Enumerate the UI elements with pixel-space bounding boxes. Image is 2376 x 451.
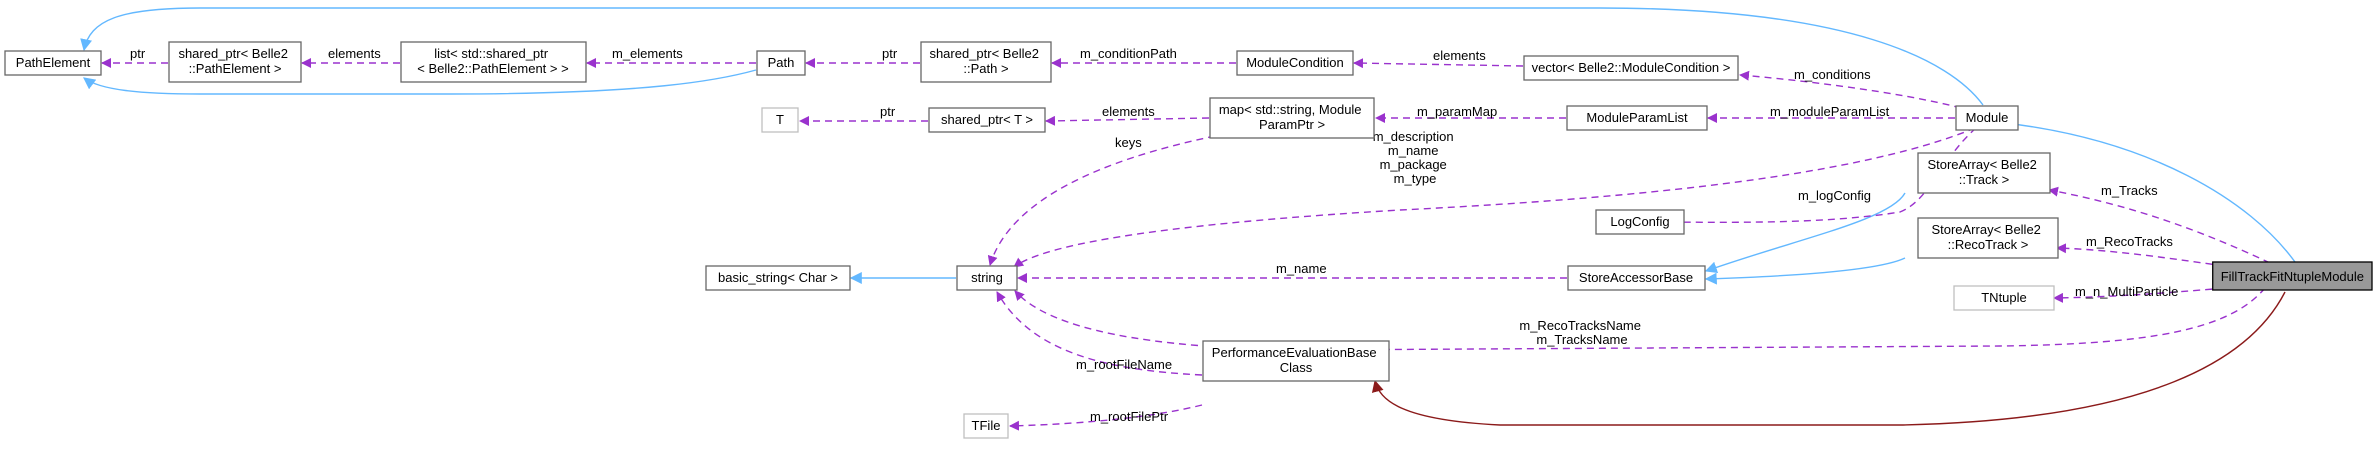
svg-text:TFile: TFile (972, 418, 1001, 433)
edge-sarecotrack-inherits-sab (1704, 257, 1906, 285)
edge-module-inherits-pathelement (80, 7, 1984, 106)
label-elements-vector: elements (1433, 48, 1486, 63)
edge-m-tracks (2048, 186, 2271, 264)
edge-focus-protected-perfeval (1371, 291, 2286, 426)
node-pathelement[interactable]: PathElement (4, 50, 102, 76)
edge-module-strings (1013, 127, 1976, 268)
label-focus-strings: m_RecoTracksName m_TracksName (1519, 318, 1644, 347)
node-shared-ptr-path[interactable]: shared_ptr< Belle2 ::Path > (920, 41, 1052, 83)
node-tfile[interactable]: TFile (963, 413, 1009, 439)
label-ptr-sp-pathelement: ptr (130, 46, 146, 61)
label-keys: keys (1115, 135, 1142, 150)
edge-satrack-inherits-sab (1704, 192, 1906, 274)
edge-elements-map (1045, 115, 1210, 126)
svg-text:StoreAccessorBase: StoreAccessorBase (1579, 270, 1693, 285)
svg-text:T: T (776, 112, 784, 127)
label-m-tracks: m_Tracks (2101, 183, 2158, 198)
svg-text:Path: Path (768, 55, 795, 70)
node-storeaccessorbase[interactable]: StoreAccessorBase (1567, 265, 1706, 291)
label-m-elements: m_elements (612, 46, 683, 61)
label-m-n-multiparticle: m_n_MultiParticle (2075, 284, 2178, 299)
svg-text:ModuleCondition: ModuleCondition (1246, 55, 1344, 70)
node-moduleparamlist[interactable]: ModuleParamList (1566, 105, 1708, 131)
svg-text:PerformanceEvaluationBase: PerformanceEvaluationBase Class (1212, 345, 1380, 375)
label-m-conditions: m_conditions (1794, 67, 1871, 82)
svg-text:map< std::string, Module: map< std::string, Module ParamPtr > (1219, 102, 1365, 132)
node-storearray-track[interactable]: StoreArray< Belle2 ::Track > (1917, 152, 2051, 194)
node-module[interactable]: Module (1955, 105, 2019, 131)
node-path[interactable]: Path (756, 50, 806, 76)
edge-m-rootfileptr (1009, 404, 1203, 431)
node-storearray-recotrack[interactable]: StoreArray< Belle2 ::RecoTrack > (1917, 217, 2059, 259)
node-filltrackfitntuplemodule[interactable]: FillTrackFitNtupleModule (2212, 261, 2373, 291)
svg-text:string: string (971, 270, 1003, 285)
svg-text:StoreArray< Belle2 ::T: StoreArray< Belle2 ::Track > (1927, 157, 2040, 187)
label-elements-map: elements (1102, 104, 1155, 119)
edge-elements-vector (1353, 58, 1524, 69)
svg-text:PathElement: PathElement (16, 55, 91, 70)
label-ptr-sp-path: ptr (882, 46, 898, 61)
svg-text:LogConfig: LogConfig (1610, 214, 1669, 229)
svg-text:shared_ptr< Belle2 ::P: shared_ptr< Belle2 ::Path > (929, 46, 1042, 76)
label-m-name-sab: m_name (1276, 261, 1327, 276)
node-logconfig[interactable]: LogConfig (1595, 209, 1685, 235)
label-elements-list: elements (328, 46, 381, 61)
edge-path-inherits-pathelement (83, 69, 757, 95)
edge-m-rootfilename (996, 291, 1203, 376)
node-modulecondition[interactable]: ModuleCondition (1236, 50, 1354, 76)
label-ptr-sp-t: ptr (880, 104, 896, 119)
edge-m-conditions (1739, 70, 1962, 109)
node-map-string-moduleparamptr[interactable]: map< std::string, Module ParamPtr > (1209, 97, 1375, 139)
label-module-strings: m_description m_name m_package m_type (1373, 129, 1458, 186)
svg-text:vector< Belle2::ModuleConditio: vector< Belle2::ModuleCondition > (1532, 60, 1731, 75)
svg-text:basic_string< Char >: basic_string< Char > (718, 270, 838, 285)
label-m-rootfileptr: m_rootFilePtr (1090, 409, 1169, 424)
node-shared-ptr-t[interactable]: shared_ptr< T > (928, 107, 1046, 133)
label-m-logconfig: m_logConfig (1798, 188, 1871, 203)
node-tntuple[interactable]: TNtuple (1953, 285, 2055, 311)
node-list-shared-ptr[interactable]: list< std::shared_ptr < Belle2::PathElem… (400, 41, 587, 83)
label-m-rootfilename: m_rootFileName (1076, 357, 1172, 372)
node-performanceevaluationbaseclass[interactable]: PerformanceEvaluationBase Class (1202, 340, 1390, 382)
edge-keys (987, 135, 1216, 266)
node-t[interactable]: T (761, 107, 799, 133)
svg-text:ModuleParamList: ModuleParamList (1586, 110, 1688, 125)
svg-text:shared_ptr< Belle2 ::P: shared_ptr< Belle2 ::PathElement > (178, 46, 291, 76)
svg-text:Module: Module (1966, 110, 2009, 125)
label-m-moduleparamlist: m_moduleParamList (1770, 104, 1890, 119)
svg-text:TNtuple: TNtuple (1981, 290, 2027, 305)
node-basic-string[interactable]: basic_string< Char > (705, 265, 851, 291)
edge-focus-inherits-module (2003, 118, 2296, 263)
svg-text:FillTrackFitNtupleModule: FillTrackFitNtupleModule (2221, 269, 2364, 284)
node-string[interactable]: string (956, 265, 1018, 291)
node-vector-modulecondition[interactable]: vector< Belle2::ModuleCondition > (1523, 55, 1739, 81)
label-m-parammap: m_paramMap (1417, 104, 1497, 119)
svg-text:shared_ptr< T >: shared_ptr< T > (941, 112, 1033, 127)
label-m-conditionpath: m_conditionPath (1080, 46, 1177, 61)
label-m-recotracks: m_RecoTracks (2086, 234, 2173, 249)
svg-text:list< std::shared_ptr: list< std::shared_ptr < Belle2::PathElem… (417, 46, 568, 76)
node-shared-ptr-pathelement[interactable]: shared_ptr< Belle2 ::PathElement > (168, 41, 302, 83)
svg-text:StoreArray< Belle2 ::R: StoreArray< Belle2 ::RecoTrack > (1931, 222, 2044, 252)
